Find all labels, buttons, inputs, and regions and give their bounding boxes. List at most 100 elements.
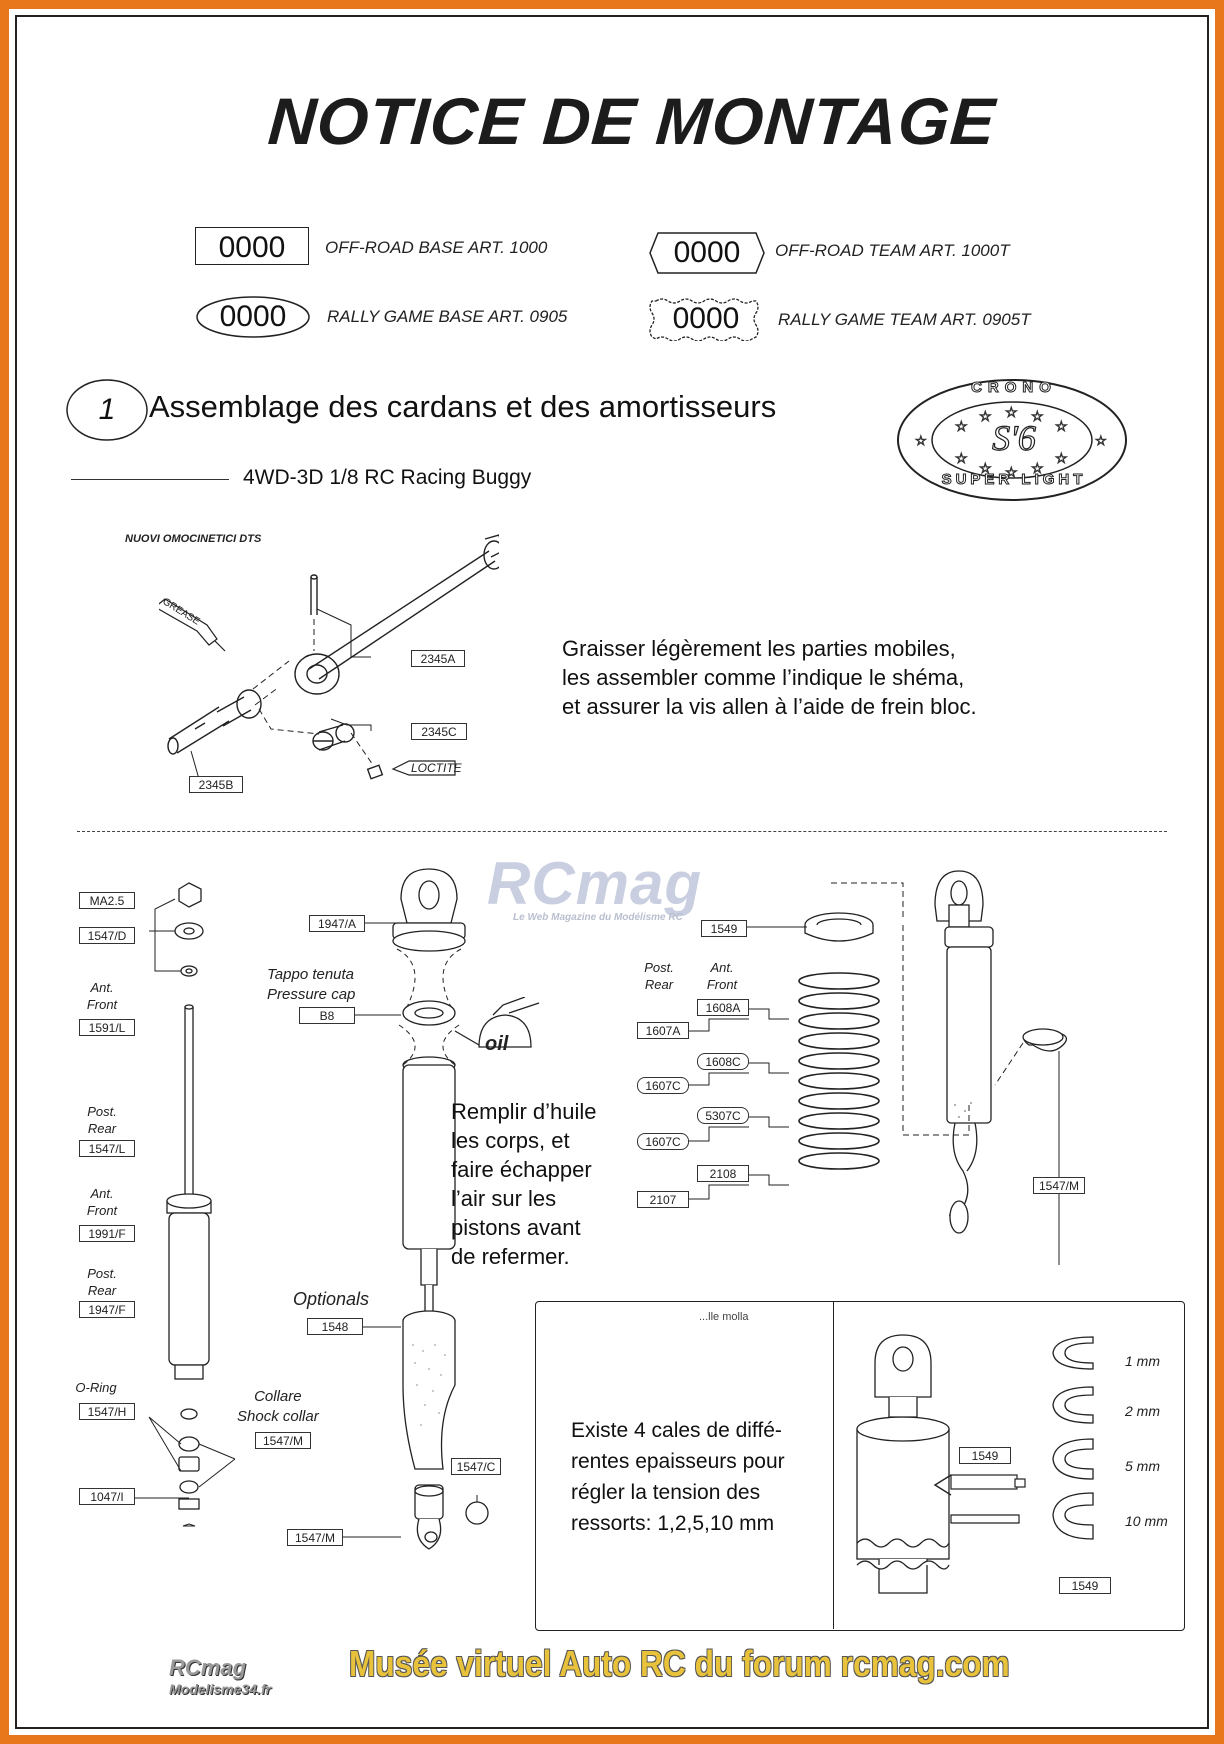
- model-badge-oval: [196, 296, 310, 338]
- cardan-heading: NUOVI OMOCINETICI DTS: [125, 533, 261, 545]
- part-tag-1047I: 1047/I: [79, 1488, 135, 1505]
- part-tag-1991F: 1991/F: [79, 1225, 135, 1242]
- part-tag-5307C: 5307C: [697, 1107, 749, 1124]
- watermark-tagline: Le Web Magazine du Modélisme RC: [513, 912, 683, 923]
- part-tag-1548: 1548: [307, 1318, 363, 1335]
- part-tag-2345B: 2345B: [189, 776, 243, 793]
- logo-center-text: S'6: [992, 417, 1037, 458]
- model-badge-rect: 0000: [195, 227, 309, 265]
- svg-text:☆: ☆: [1031, 408, 1044, 424]
- step-number: 1: [98, 393, 116, 426]
- spacer-box-cut-text: ...lle molla: [699, 1311, 749, 1323]
- svg-text:☆: ☆: [1055, 450, 1068, 466]
- subtitle: 4WD-3D 1/8 RC Racing Buggy: [243, 466, 532, 489]
- part-tag-1547C: 1547/C: [451, 1458, 501, 1475]
- page-title: NOTICE DE MONTAGE: [265, 84, 999, 158]
- oil-instructions: Remplir d’huile les corps, et faire écha…: [451, 1099, 597, 1269]
- svg-text:☆: ☆: [1055, 418, 1068, 434]
- label-o-ring: O-Ring: [75, 1380, 117, 1395]
- leader-line: [365, 922, 397, 924]
- part-tag-MA2.5: MA2.5: [79, 892, 135, 909]
- part-tag-1547M: 1547/M: [287, 1529, 343, 1546]
- footer-caption: Musée virtuel Auto RC du forum rcmag.com: [349, 1643, 1010, 1684]
- spacer-part-top: 1549: [959, 1447, 1011, 1464]
- leader-line: [135, 1497, 189, 1499]
- label-shock-collar: Collare Shock collar: [237, 1388, 319, 1425]
- part-tag-2107: 2107: [637, 1191, 689, 1208]
- spacer-size-label: 2 mm: [1125, 1403, 1160, 1419]
- crono-logo: ☆☆☆☆☆ ☆☆☆☆☆ ☆☆: [897, 379, 1127, 501]
- label-post-rear: Post. Rear: [87, 1104, 117, 1136]
- label-ant-front: Ant. Front: [86, 1186, 118, 1218]
- part-tag-2345C: 2345C: [411, 723, 467, 740]
- oil-label: oil: [485, 1033, 509, 1055]
- label-ant-front: Ant. Front: [86, 980, 118, 1012]
- cardan-instructions: Graisser légèrement les parties mobiles,…: [562, 636, 977, 719]
- svg-text:☆: ☆: [915, 433, 927, 448]
- leader-line: [363, 1326, 401, 1328]
- logo-bottom-text: SUPER LIGHT: [941, 471, 1087, 489]
- model-code: 0000: [219, 300, 287, 333]
- step-number-circle: [66, 379, 148, 441]
- leader-line: [355, 1014, 401, 1016]
- spacer-box-divider: [833, 1301, 834, 1629]
- svg-text:☆: ☆: [979, 460, 992, 476]
- model-code: 0000: [218, 231, 286, 264]
- model-label: OFF-ROAD TEAM ART. 1000T: [775, 241, 1010, 260]
- optionals-label: Optionals: [293, 1289, 370, 1309]
- spacer-size-label: 10 mm: [1125, 1513, 1168, 1529]
- part-tag-1607A: 1607A: [637, 1022, 689, 1039]
- watermark-brand: RCmag: [487, 850, 703, 917]
- part-tag-2108: 2108: [697, 1165, 749, 1182]
- part-tag-1591L: 1591/L: [79, 1019, 135, 1036]
- svg-text:☆: ☆: [955, 418, 968, 434]
- section-divider: [77, 831, 1167, 832]
- logo-top-text: CRONO: [971, 379, 1057, 397]
- model-label: RALLY GAME BASE ART. 0905: [327, 307, 568, 326]
- svg-text:☆: ☆: [1005, 404, 1018, 420]
- spacer-instructions: Existe 4 cales de diffé- rentes epaisseu…: [571, 1419, 785, 1535]
- part-tag-1608A: 1608A: [697, 999, 749, 1016]
- part-tag-1947F: 1947/F: [79, 1301, 135, 1318]
- part-tag-1947A: 1947/A: [309, 915, 365, 932]
- spacer-size-label: 1 mm: [1125, 1353, 1160, 1369]
- part-tag-1608C: 1608C: [697, 1053, 749, 1070]
- svg-text:☆: ☆: [1031, 460, 1044, 476]
- model-badge-hexagon: [649, 232, 765, 274]
- spring-leader-lines: [689, 1008, 789, 1200]
- spacer-shims: [1052, 1336, 1094, 1540]
- svg-text:☆: ☆: [1095, 433, 1107, 448]
- spacer-info-box: [535, 1301, 1185, 1631]
- page-inner-frame: [15, 15, 1209, 1729]
- part-tag-2345A: 2345A: [411, 650, 465, 667]
- part-tag-1607C: 1607C: [637, 1077, 689, 1094]
- footer-site-logo: Modelisme34.fr: [169, 1681, 271, 1697]
- part-tag-1547M: 1547/M: [255, 1432, 311, 1449]
- spacer-shock-diagram: [856, 1334, 1026, 1594]
- spacer-size-label: 5 mm: [1125, 1458, 1160, 1474]
- part-tag-1547L: 1547/L: [79, 1140, 135, 1157]
- model-label: OFF-ROAD BASE ART. 1000: [325, 238, 548, 257]
- part-tag-1547M: 1547/M: [1033, 1177, 1085, 1194]
- step-title: Assemblage des cardans et des amortisseu…: [149, 389, 777, 424]
- svg-text:☆: ☆: [1005, 464, 1018, 480]
- footer-brand-logo: RCmag: [169, 1655, 247, 1680]
- leader-line: [747, 926, 807, 928]
- ball-part: [465, 1495, 489, 1525]
- shock-left-diagram: [148, 882, 236, 1527]
- label-post-rear: Post. Rear: [644, 960, 674, 992]
- cardan-heading-bold: DTS: [239, 533, 262, 545]
- model-code: 0000: [672, 302, 740, 335]
- pressure-cap-label: Tappo tenuta Pressure cap: [267, 966, 356, 1003]
- label-post-rear: Post. Rear: [87, 1266, 117, 1298]
- cardan-diagram: GREASE: [159, 534, 499, 780]
- part-tag-1547H: 1547/H: [79, 1403, 135, 1420]
- loctite-label: LOCTITE: [411, 761, 462, 775]
- svg-text:☆: ☆: [955, 450, 968, 466]
- part-tag-1607C: 1607C: [637, 1133, 689, 1150]
- shock-middle-diagram: [392, 868, 466, 1550]
- oil-can-icon: [454, 997, 540, 1048]
- subtitle-rule: [71, 479, 229, 480]
- part-tag-1547D: 1547/D: [79, 927, 135, 944]
